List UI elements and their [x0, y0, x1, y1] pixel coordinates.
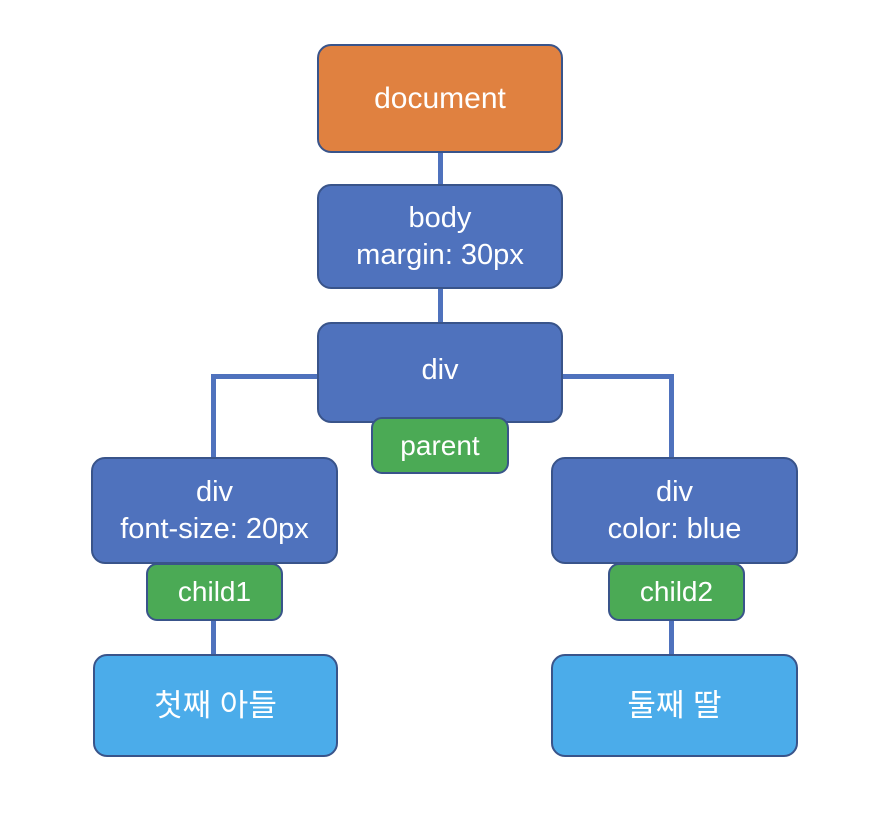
node-parent-div-label: div: [421, 354, 459, 386]
node-child1-div-style: font-size: 20px: [120, 512, 309, 545]
node-leaf-first-son[interactable]: 첫째 아들: [93, 654, 338, 757]
node-document[interactable]: document: [317, 44, 563, 153]
badge-child2-label: child2: [639, 576, 714, 607]
node-child2-div-style: color: blue: [607, 512, 742, 545]
node-body-style: margin: 30px: [356, 238, 524, 271]
node-document-label: document: [374, 81, 506, 115]
connector-div-child2-vertical: [669, 374, 674, 458]
connector-child2-leaf: [669, 615, 674, 655]
connector-div-child2-horizontal: [562, 374, 674, 379]
node-body[interactable]: body margin: 30px: [317, 184, 563, 289]
badge-parent[interactable]: parent: [371, 417, 509, 474]
node-child1-div-label: div: [195, 475, 234, 508]
node-leaf-second-daughter-label: 둘째 딸: [627, 687, 722, 723]
connector-document-body: [438, 149, 443, 186]
badge-child1-label: child1: [177, 576, 252, 607]
node-leaf-first-son-label: 첫째 아들: [154, 687, 277, 723]
node-parent-div[interactable]: div: [317, 322, 563, 423]
connector-body-div: [438, 288, 443, 325]
connector-div-child1-horizontal: [211, 374, 319, 379]
node-child1-div[interactable]: div font-size: 20px: [91, 457, 338, 564]
badge-child1[interactable]: child1: [146, 563, 283, 621]
connector-child1-leaf: [211, 615, 216, 655]
badge-parent-label: parent: [400, 429, 480, 461]
node-leaf-second-daughter[interactable]: 둘째 딸: [551, 654, 798, 757]
node-body-label: body: [408, 201, 472, 234]
node-child2-div[interactable]: div color: blue: [551, 457, 798, 564]
node-child2-div-label: div: [655, 475, 694, 508]
connector-div-child1-vertical: [211, 374, 216, 458]
badge-child2[interactable]: child2: [608, 563, 745, 621]
